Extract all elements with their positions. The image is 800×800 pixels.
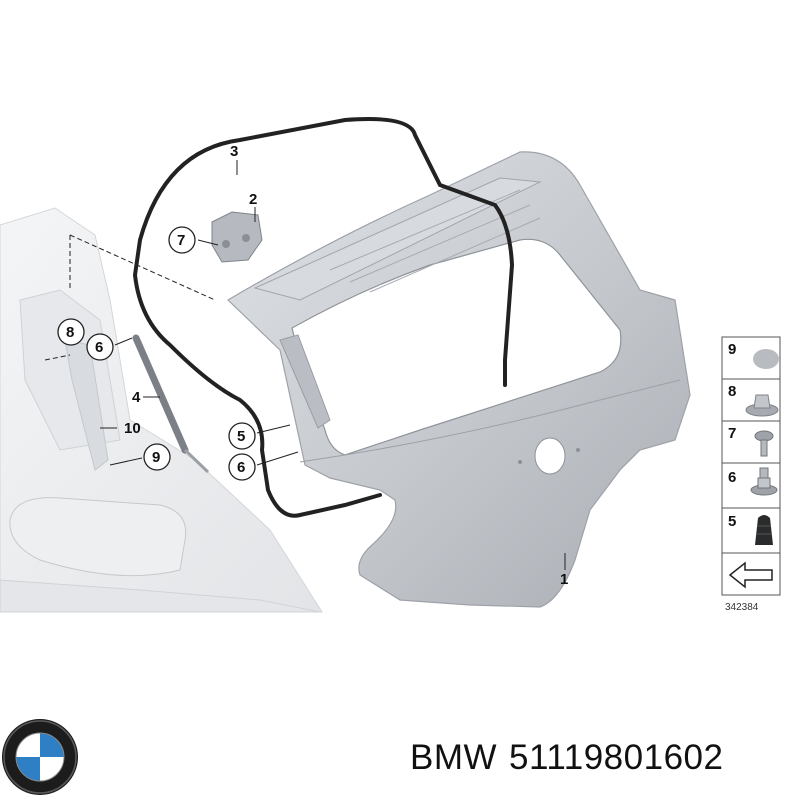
hinge: [211, 211, 263, 263]
callout-7: 7: [177, 232, 185, 249]
leader-lines: [44, 160, 566, 570]
expansion-rivet-icon: [750, 467, 778, 496]
tailgate-seal: [132, 117, 515, 518]
parts-legend: 9 8 7 6 5 342384: [721, 336, 781, 613]
callout-3: 3: [230, 143, 238, 160]
arrow-icon: [728, 561, 773, 589]
callout-10: 10: [124, 420, 141, 437]
callout-9: 9: [152, 449, 160, 466]
callouts: 3 2 7 8 6 4 10 5 9 6 1: [57, 143, 568, 588]
gas-strut: [132, 334, 210, 474]
legend-item-7: 7: [728, 425, 736, 442]
diagram-number: 342384: [725, 602, 759, 613]
callout-1: 1: [560, 571, 568, 588]
legend-item-6: 6: [728, 469, 736, 486]
legend-item-5: 5: [728, 513, 736, 530]
callout-6b: 6: [237, 459, 245, 476]
callout-8: 8: [66, 324, 74, 341]
bmw-roundel-logo: [2, 719, 78, 795]
cap-plug-icon: [753, 349, 779, 369]
part-number: 51119801602: [509, 738, 724, 777]
callout-5a: 5: [237, 428, 245, 445]
callout-4: 4: [132, 389, 141, 406]
bolt-icon: [754, 430, 774, 457]
clip-nut-icon: [745, 394, 779, 417]
legend-item-8: 8: [728, 383, 736, 400]
vehicle-body: [0, 207, 323, 613]
rubber-buffer-icon: [755, 515, 773, 545]
callout-2: 2: [249, 191, 257, 208]
legend-item-9: 9: [728, 341, 736, 358]
part-caption: BMW 51119801602: [410, 738, 735, 778]
brand-name: BMW: [410, 738, 498, 777]
tailgate-panel: [227, 151, 691, 608]
callout-6a: 6: [95, 339, 103, 356]
